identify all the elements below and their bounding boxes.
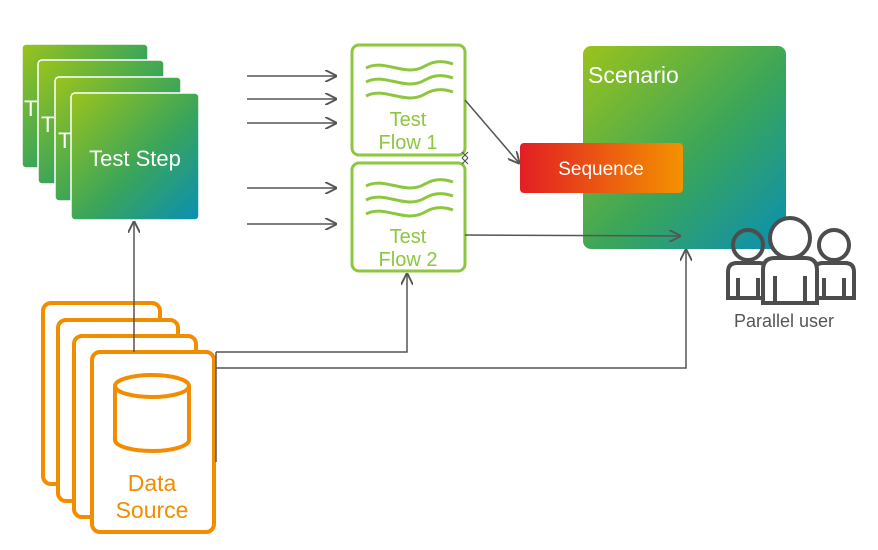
test-flow-2: Test Flow 2 xyxy=(350,161,467,273)
test-flow-1-line1: Test xyxy=(390,109,427,131)
test-flow-1-line2: Flow 1 xyxy=(379,132,438,154)
parallel-user-label: Parallel user xyxy=(734,311,834,331)
data-source-line1: Data xyxy=(128,470,177,496)
data-source-arrows xyxy=(134,222,686,462)
scenario: Scenario xyxy=(583,46,786,249)
parallel-user-icon xyxy=(726,216,856,305)
test-flow-2-line1: Test xyxy=(390,226,427,248)
link-icon xyxy=(461,151,469,165)
database-icon xyxy=(113,373,191,453)
sequence: Sequence xyxy=(520,143,683,193)
sequence-box xyxy=(520,143,683,193)
data-source-line2: Source xyxy=(116,497,189,523)
test-step-label: Test Step xyxy=(89,146,181,171)
test-flow-1: Test Flow 1 xyxy=(350,43,467,157)
test-flow-2-line2: Flow 2 xyxy=(379,249,438,271)
arrow-data-flow2 xyxy=(216,274,407,353)
arrow-data-scenario xyxy=(216,250,686,369)
test-step-back-label-2: T xyxy=(41,112,54,137)
wave-icon xyxy=(365,178,454,218)
arrow-flow2-scenario xyxy=(464,235,680,236)
step-to-flow-arrows xyxy=(247,76,336,224)
test-step-card xyxy=(70,92,200,221)
scenario-box xyxy=(583,46,786,249)
scenario-label: Scenario xyxy=(588,62,679,88)
arrow-flow1-sequence xyxy=(464,99,519,163)
wave-icon xyxy=(365,60,454,100)
sequence-label: Sequence xyxy=(558,159,644,180)
flow-output-arrows xyxy=(464,99,680,236)
test-step-back-label-3: T xyxy=(58,128,71,153)
test-step-stack: T T T Test Step xyxy=(21,43,200,221)
test-step-back-label-1: T xyxy=(24,96,37,121)
